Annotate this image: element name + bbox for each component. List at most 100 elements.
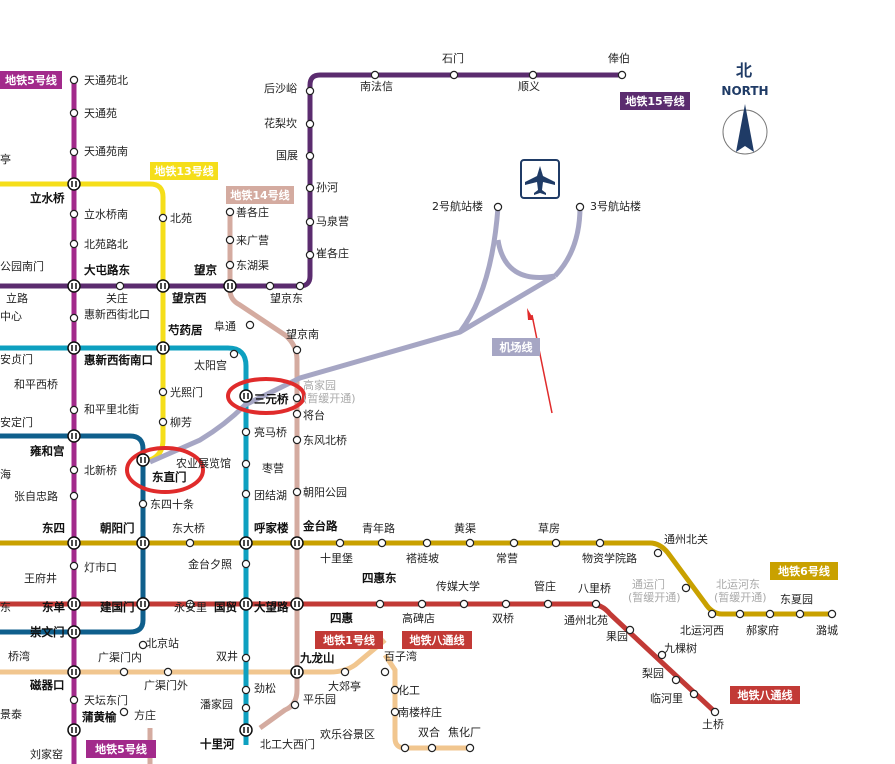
station-dot xyxy=(292,435,302,445)
transfer-station-dot xyxy=(290,536,304,550)
station-dot xyxy=(528,70,538,80)
station-label: 大屯路东 xyxy=(84,263,130,277)
station-dot xyxy=(449,70,459,80)
station-label: 通州北苑 xyxy=(564,614,608,627)
station-dot xyxy=(591,599,601,609)
station-dot xyxy=(290,700,300,710)
station-label: 四惠东 xyxy=(362,571,397,585)
airport-express-loop xyxy=(495,239,556,280)
station-label: 广渠门外 xyxy=(144,678,188,692)
station-label: 顺义 xyxy=(518,80,540,93)
line-5-badge-top: 地铁5号线 xyxy=(0,71,62,89)
station-dot xyxy=(69,209,79,219)
compass-en: NORTH xyxy=(721,84,768,98)
airport-express-t3 xyxy=(553,206,583,278)
line-5-badge-bottom: 地铁5号线 xyxy=(86,740,156,758)
station-dot xyxy=(295,281,305,291)
transfer-icon xyxy=(71,433,77,439)
station-dot xyxy=(765,609,775,619)
transfer-station-dot xyxy=(156,341,170,355)
station-dot xyxy=(225,235,235,245)
transfer-station-dot xyxy=(136,536,150,550)
station-label: 常营 xyxy=(496,551,518,565)
station-label: 东大桥 xyxy=(172,521,205,535)
compass: 北 NORTH xyxy=(721,61,769,155)
svg-text:地铁八通线: 地铁八通线 xyxy=(410,633,465,647)
station-dot xyxy=(509,538,519,548)
station-dot xyxy=(185,538,195,548)
transfer-station-dot xyxy=(67,341,81,355)
station-label: 枣营 xyxy=(262,461,284,475)
station-label: 国展 xyxy=(276,149,298,162)
station-label: 望京 xyxy=(194,263,217,277)
station-label: (暂缓开通) xyxy=(714,591,767,604)
station-label: 东四 xyxy=(42,521,65,535)
station-dot xyxy=(370,70,380,80)
station-dot xyxy=(241,703,251,713)
station-dot xyxy=(335,538,345,548)
transfer-station-dot xyxy=(136,453,150,467)
station-label: 双井 xyxy=(216,649,238,663)
transfer-station-dot xyxy=(239,536,253,550)
airport-express-t2 xyxy=(458,206,501,334)
station-label: 九龙山 xyxy=(299,651,335,665)
transfer-icon xyxy=(71,345,77,351)
station-label: 阜通 xyxy=(214,320,236,333)
transfer-station-dot xyxy=(67,429,81,443)
station-label: 光熙门 xyxy=(170,385,203,399)
station-dot xyxy=(340,667,350,677)
station-label: 公园南门 xyxy=(0,259,44,273)
station-label: 东直门 xyxy=(152,470,187,484)
station-dot xyxy=(119,707,129,717)
station-dot xyxy=(245,320,255,330)
station-dot xyxy=(69,465,79,475)
station-label: 褡裢坡 xyxy=(406,552,439,565)
station-label: 王府井 xyxy=(24,571,57,585)
transfer-icon xyxy=(243,540,249,546)
station-label: 崇文门 xyxy=(30,625,65,639)
svg-text:地铁1号线: 地铁1号线 xyxy=(323,633,375,647)
station-label: 北苑路北 xyxy=(84,238,128,251)
station-dot xyxy=(827,609,837,619)
station-label: 大望路 xyxy=(254,600,289,614)
transfer-station-dot xyxy=(290,597,304,611)
transfer-station-dot xyxy=(67,279,81,293)
station-dot xyxy=(138,640,148,650)
station-dot xyxy=(422,538,432,548)
line-1 xyxy=(0,601,717,714)
transfer-icon xyxy=(71,283,77,289)
station-label: 东夏园 xyxy=(780,593,813,606)
station-label: 安贞门 xyxy=(0,352,33,366)
station-label: 天通苑北 xyxy=(84,74,128,87)
svg-text:机场线: 机场线 xyxy=(500,340,533,354)
station-label: 来广营 xyxy=(236,233,269,247)
station-dot xyxy=(501,599,511,609)
station-label: 高碑店 xyxy=(402,611,435,625)
station-label: 桥湾 xyxy=(8,649,30,663)
station-label: 柳芳 xyxy=(170,415,192,429)
highlight-dongzhimen xyxy=(125,446,205,494)
station-label: 双桥 xyxy=(492,612,514,625)
line-13 xyxy=(0,181,166,463)
station-dot xyxy=(305,217,315,227)
transfer-icon xyxy=(71,540,77,546)
transfer-icon xyxy=(160,283,166,289)
station-label: 石门 xyxy=(442,51,464,65)
station-label: 金台路 xyxy=(302,519,338,533)
station-dot xyxy=(459,599,469,609)
station-dot xyxy=(575,202,585,212)
svg-text:地铁八通线: 地铁八通线 xyxy=(738,688,793,702)
station-label: 草房 xyxy=(538,522,560,535)
station-dot xyxy=(543,599,553,609)
station-label: 土桥 xyxy=(702,718,724,731)
station-label: 望京南 xyxy=(286,327,319,341)
station-dot xyxy=(241,489,251,499)
station-label: 十里堡 xyxy=(320,551,353,565)
station-dot xyxy=(617,70,627,80)
station-label: 望京西 xyxy=(172,291,207,305)
svg-text:地铁14号线: 地铁14号线 xyxy=(230,188,289,202)
transfer-icon xyxy=(243,601,249,607)
station-label: 善各庄 xyxy=(236,205,269,219)
line-6 xyxy=(0,540,835,617)
station-dot xyxy=(292,393,302,403)
